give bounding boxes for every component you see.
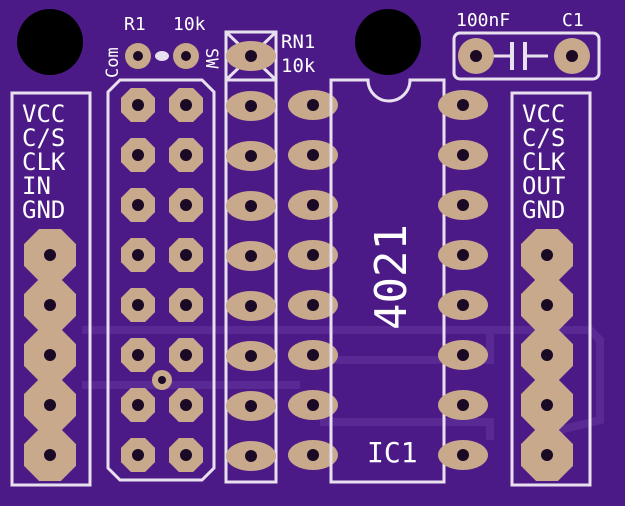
- rn1-value-label: 10k: [281, 55, 316, 77]
- drill: [245, 400, 257, 412]
- r1-com-label: Com: [103, 47, 123, 78]
- drill: [158, 376, 166, 384]
- drill: [133, 51, 143, 61]
- drill: [541, 249, 553, 261]
- left-pin-label: CLK: [22, 148, 66, 176]
- drill: [245, 300, 257, 312]
- rn1-name-label: RN1: [281, 31, 315, 53]
- trace: [82, 326, 494, 364]
- drill: [541, 299, 553, 311]
- drill: [541, 349, 553, 361]
- ic1-part-label: 4021: [366, 224, 417, 330]
- drill: [307, 399, 319, 411]
- left-pin-label: VCC: [22, 100, 65, 128]
- drill: [307, 299, 319, 311]
- drill: [44, 349, 56, 361]
- c1-footprint: [452, 31, 601, 81]
- resistor-pads: [288, 90, 338, 470]
- left-pin-label: GND: [22, 196, 65, 224]
- drill: [307, 99, 319, 111]
- drill: [307, 349, 319, 361]
- c1-outline: [452, 31, 601, 81]
- c1-value-label: 100nF: [456, 10, 510, 31]
- drill: [132, 449, 144, 461]
- trace: [320, 418, 494, 440]
- drill: [307, 449, 319, 461]
- drill: [181, 51, 191, 61]
- drill: [180, 349, 192, 361]
- ic1-right-pads: [438, 90, 488, 470]
- drill: [180, 199, 192, 211]
- drill: [245, 50, 257, 62]
- drill: [180, 399, 192, 411]
- drill: [44, 299, 56, 311]
- left-header-pads: [24, 229, 76, 481]
- drill: [457, 249, 469, 261]
- r1-header-outline: [106, 78, 216, 482]
- ic1-body: [329, 78, 446, 484]
- drill: [44, 449, 56, 461]
- drill: [307, 199, 319, 211]
- drill: [245, 450, 257, 462]
- left-header-outline: [10, 91, 92, 487]
- drill: [245, 250, 257, 262]
- r1-pin-header: [106, 78, 216, 482]
- drill: [44, 249, 56, 261]
- drill: [245, 350, 257, 362]
- drill: [541, 399, 553, 411]
- drill: [180, 99, 192, 111]
- drill: [132, 249, 144, 261]
- drill: [132, 149, 144, 161]
- drill: [132, 99, 144, 111]
- drill: [180, 149, 192, 161]
- drill: [132, 399, 144, 411]
- drill: [457, 149, 469, 161]
- right-pin-label: C/S: [522, 124, 565, 152]
- drill: [132, 349, 144, 361]
- right-pin-label: VCC: [522, 100, 565, 128]
- drill: [457, 199, 469, 211]
- drill: [566, 50, 578, 62]
- drill: [541, 449, 553, 461]
- drill: [180, 449, 192, 461]
- drill: [132, 199, 144, 211]
- rn1-body: [224, 30, 278, 484]
- drill: [132, 299, 144, 311]
- mounting-hole-right: [355, 9, 421, 75]
- left-pin-label: IN: [22, 172, 51, 200]
- drill: [44, 399, 56, 411]
- right-pin-label: OUT: [522, 172, 565, 200]
- drill: [470, 50, 482, 62]
- r1-sw-label: SW: [201, 48, 221, 69]
- drill: [180, 249, 192, 261]
- drill: [457, 299, 469, 311]
- drill: [245, 100, 257, 112]
- drill: [457, 99, 469, 111]
- right-header-outline: [510, 91, 592, 487]
- drill: [307, 249, 319, 261]
- rn1-pads: [226, 41, 276, 471]
- drill: [457, 349, 469, 361]
- drill: [457, 399, 469, 411]
- r1-footprint: [125, 43, 199, 69]
- right-header-labels: VCC C/S CLK OUT GND: [522, 100, 566, 224]
- pad: [155, 51, 169, 61]
- mounting-hole-left: [17, 9, 83, 75]
- left-pin-label: C/S: [22, 124, 65, 152]
- drill: [457, 449, 469, 461]
- drill: [245, 200, 257, 212]
- right-pin-label: GND: [522, 196, 565, 224]
- ic1-name-label: IC1: [367, 436, 418, 469]
- left-header-labels: VCC C/S CLK IN GND: [22, 100, 66, 224]
- right-header-pads: [521, 229, 573, 481]
- drill: [307, 149, 319, 161]
- c1-name-label: C1: [562, 10, 584, 31]
- drill: [180, 299, 192, 311]
- r1-name-label: R1: [124, 14, 146, 35]
- ic1-outline: [329, 78, 446, 484]
- right-pin-label: CLK: [522, 148, 566, 176]
- r1-value-label: 10k: [173, 14, 206, 35]
- drill: [245, 150, 257, 162]
